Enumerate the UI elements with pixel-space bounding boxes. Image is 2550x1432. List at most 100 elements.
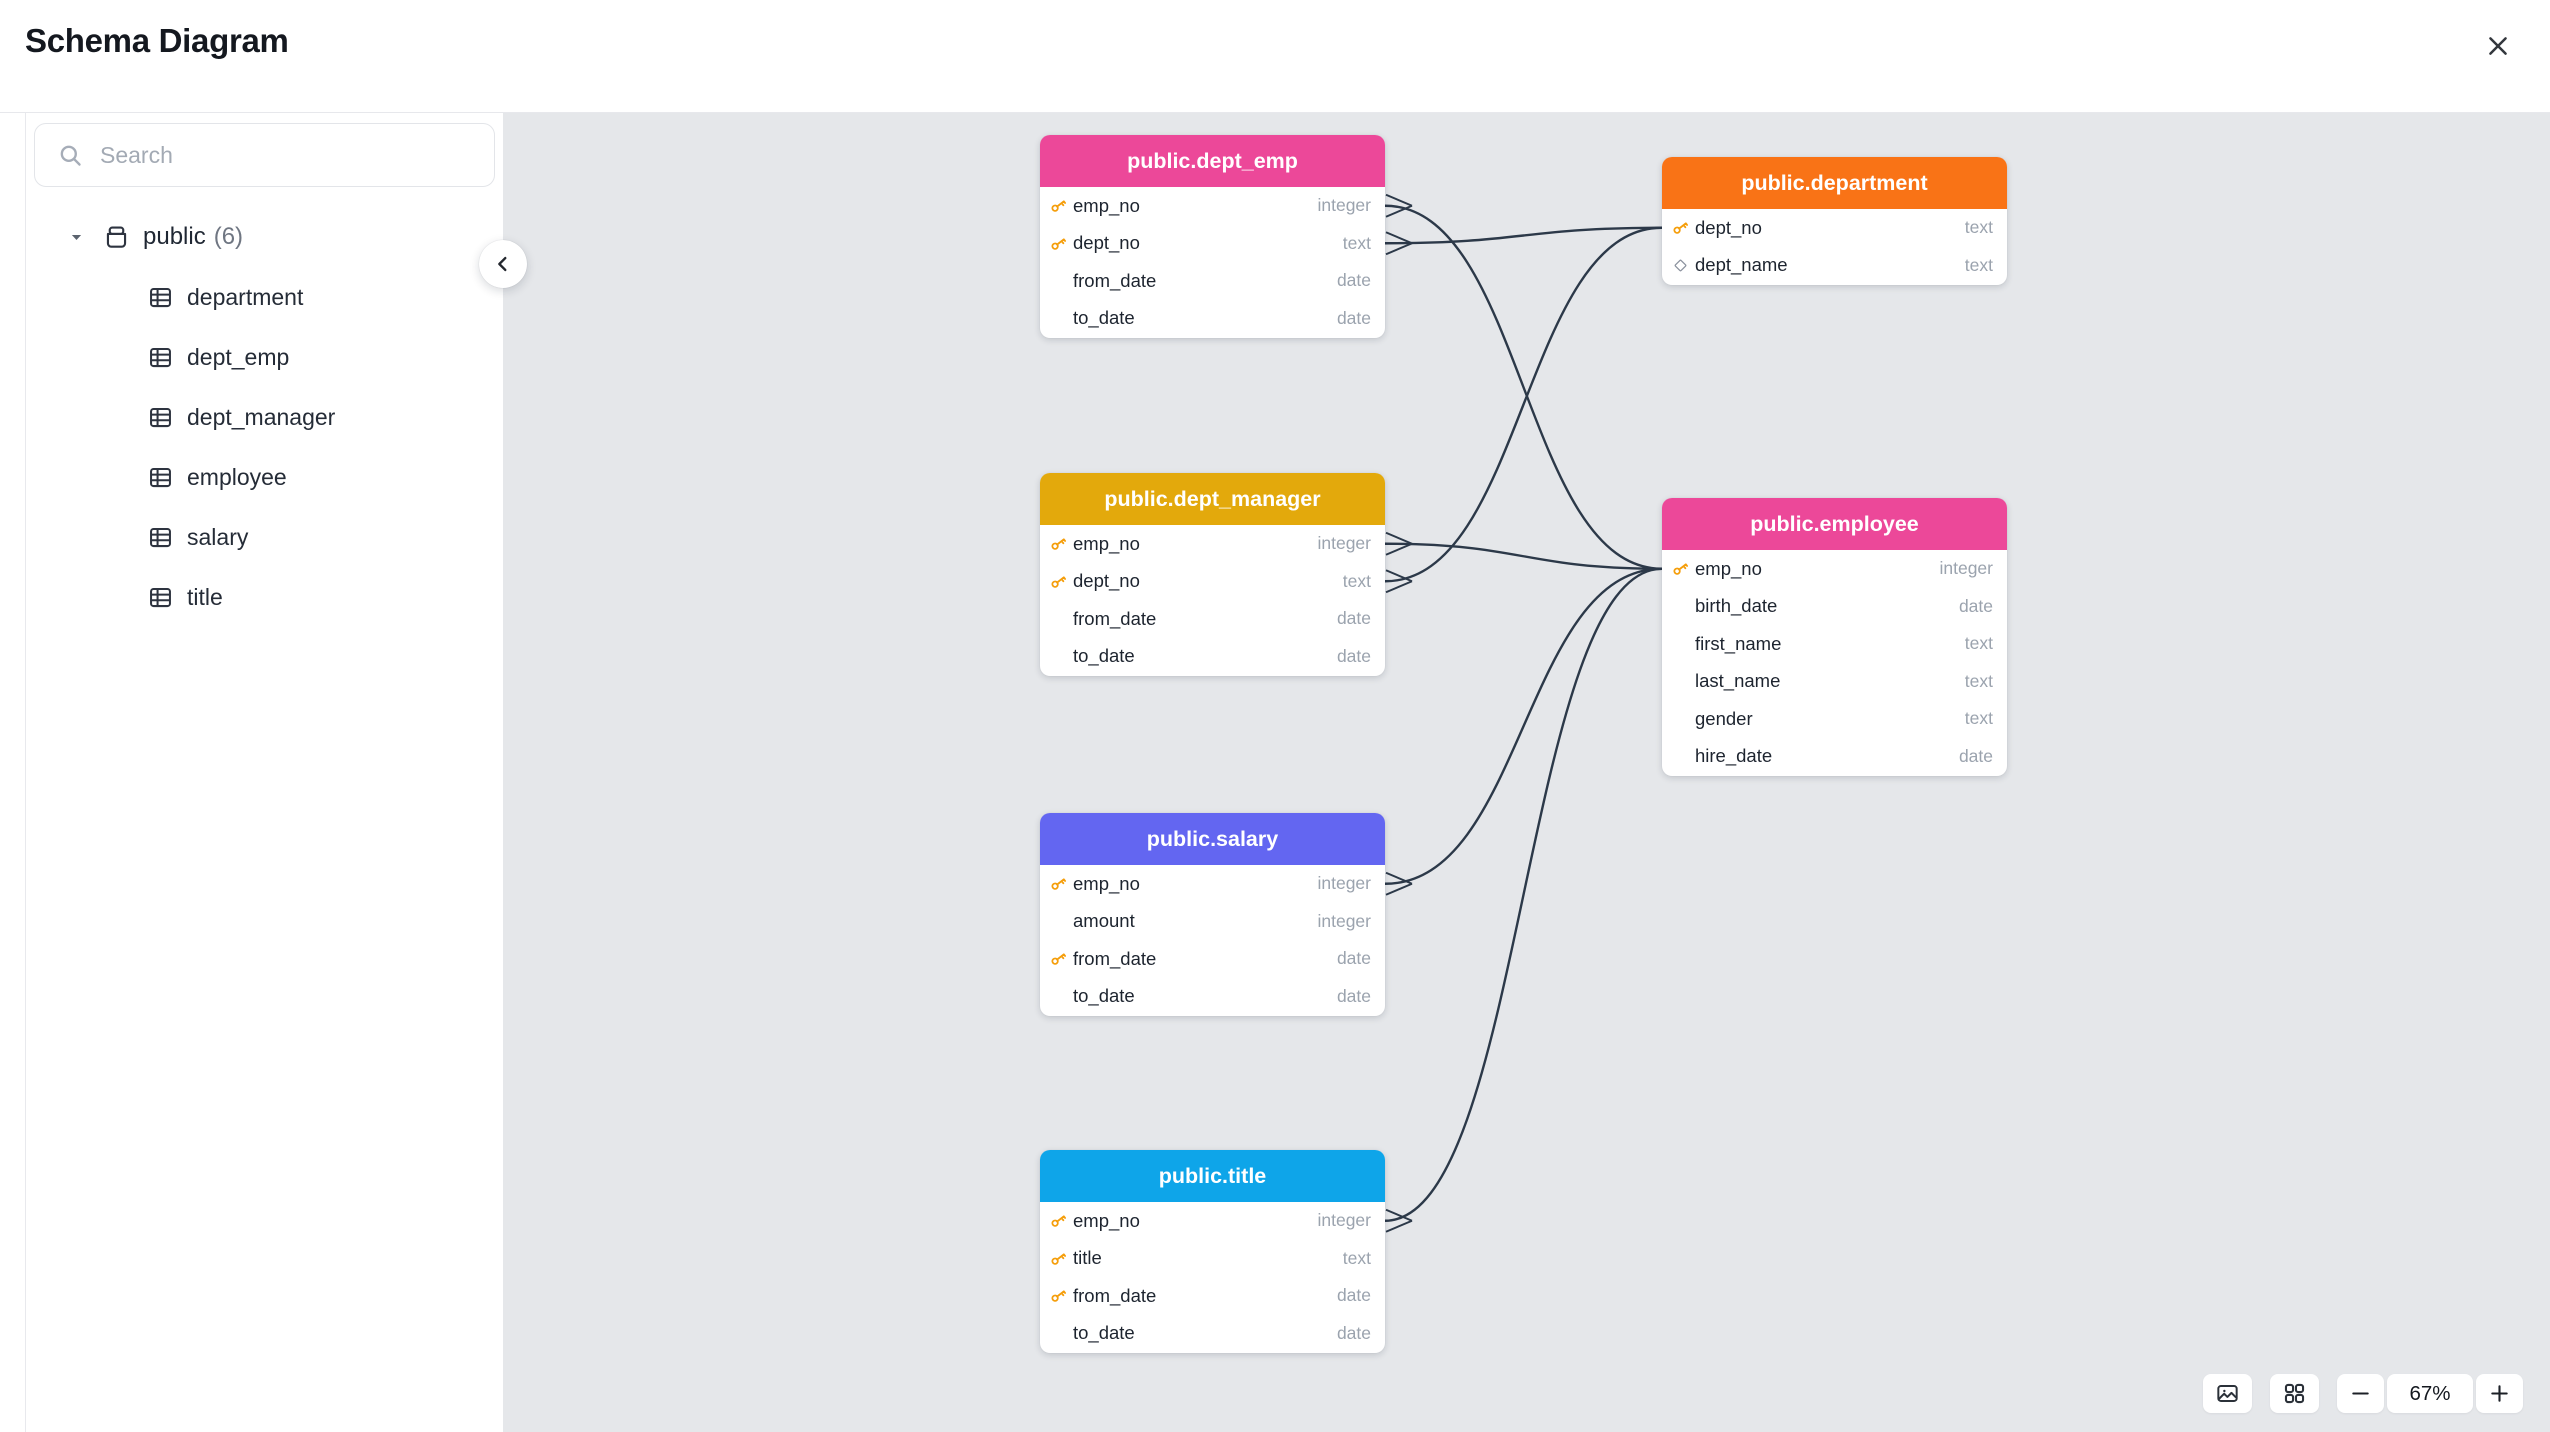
column-type: text: [1342, 1247, 1371, 1268]
sidebar-item-salary[interactable]: salary: [26, 507, 503, 567]
column-name: last_name: [1695, 670, 1781, 692]
column-name: from_date: [1073, 607, 1157, 629]
column-type: text: [1964, 254, 1993, 275]
column-type: integer: [1939, 558, 1993, 579]
zoom-in-button[interactable]: [2476, 1374, 2523, 1413]
table-grid-icon: [147, 524, 174, 551]
sidebar-item-dept_emp[interactable]: dept_emp: [26, 327, 503, 387]
zoom-out-button[interactable]: [2337, 1374, 2384, 1413]
column-type: integer: [1317, 1210, 1371, 1231]
table-node-title: public.salary: [1040, 813, 1385, 865]
table-node-title: public.dept_manager: [1040, 473, 1385, 525]
schema-tree: public (6) department dept_emp dept_mana…: [26, 207, 503, 627]
table-grid-icon: [147, 584, 174, 611]
column-type: text: [1342, 232, 1371, 253]
key-icon: [1048, 1286, 1068, 1305]
sidebar-item-title[interactable]: title: [26, 567, 503, 627]
key-icon: [1048, 1249, 1068, 1268]
column-type: date: [1958, 745, 1993, 766]
column-name: birth_date: [1695, 595, 1778, 617]
column-row-emp_no: emp_no integer: [1040, 187, 1385, 225]
schema-name: public: [143, 223, 206, 250]
column-name: gender: [1695, 707, 1753, 729]
column-type: text: [1342, 570, 1371, 591]
edge-dept_manager.emp_no-to-employee.emp_no: [1384, 542, 1663, 570]
crows-foot-marker: [1385, 231, 1413, 256]
search-input[interactable]: [98, 140, 494, 170]
key-icon: [1048, 949, 1068, 968]
column-row-first_name: first_name text: [1662, 625, 2007, 663]
key-icon: [1048, 572, 1068, 591]
table-node-title: public.employee: [1662, 498, 2007, 550]
column-row-amount: amount integer: [1040, 903, 1385, 941]
dialog-header: Schema Diagram: [0, 0, 2550, 113]
column-name: amount: [1073, 910, 1135, 932]
database-icon: [103, 224, 130, 251]
auto-layout-button[interactable]: [2270, 1374, 2319, 1413]
column-name: first_name: [1695, 632, 1782, 654]
schema-table-list: department dept_emp dept_manager employe…: [26, 267, 503, 627]
sidebar-item-label: salary: [187, 523, 249, 550]
column-name: emp_no: [1695, 557, 1762, 579]
column-row-birth_date: birth_date date: [1662, 588, 2007, 626]
table-node-title: public.dept_emp: [1040, 135, 1385, 187]
minimap-toggle-button[interactable]: [2203, 1374, 2252, 1413]
plus-icon: [2488, 1382, 2511, 1405]
tables-sidebar: public (6) department dept_emp dept_mana…: [25, 113, 503, 1432]
column-name: dept_name: [1695, 254, 1788, 276]
column-name: to_date: [1073, 645, 1135, 667]
column-row-emp_no: emp_no integer: [1662, 550, 2007, 588]
column-name: emp_no: [1073, 194, 1140, 216]
key-icon: [1048, 1211, 1068, 1230]
key-icon: [1048, 874, 1068, 893]
column-type: text: [1964, 217, 1993, 238]
edge-dept_emp.emp_no-to-employee.emp_no: [1384, 204, 1663, 570]
sidebar-item-dept_manager[interactable]: dept_manager: [26, 387, 503, 447]
column-type: date: [1336, 608, 1371, 629]
column-type: integer: [1317, 533, 1371, 554]
table-grid-icon: [147, 344, 174, 371]
schema-table-count: (6): [213, 223, 244, 250]
sidebar-item-employee[interactable]: employee: [26, 447, 503, 507]
close-button[interactable]: [2476, 26, 2520, 66]
column-row-dept_name: dept_name text: [1662, 247, 2007, 285]
column-type: text: [1964, 633, 1993, 654]
column-type: date: [1336, 645, 1371, 666]
sidebar-item-department[interactable]: department: [26, 267, 503, 327]
sidebar-item-label: title: [187, 583, 223, 610]
chevron-left-icon: [492, 253, 514, 275]
column-type: integer: [1317, 910, 1371, 931]
table-grid-icon: [147, 464, 174, 491]
column-name: emp_no: [1073, 1209, 1140, 1231]
edge-dept_emp.dept_no-to-department.dept_no: [1384, 226, 1663, 245]
column-row-from_date: from_date date: [1040, 600, 1385, 638]
column-name: from_date: [1073, 947, 1157, 969]
sidebar-collapse-button[interactable]: [479, 240, 527, 288]
column-name: from_date: [1073, 269, 1157, 291]
sidebar-item-label: employee: [187, 463, 287, 490]
edge-title.emp_no-to-employee.emp_no: [1384, 567, 1663, 1222]
column-type: date: [1336, 1285, 1371, 1306]
column-type: integer: [1317, 195, 1371, 216]
column-name: to_date: [1073, 1322, 1135, 1344]
caret-down-icon[interactable]: [68, 229, 85, 246]
column-type: date: [1958, 595, 1993, 616]
sidebar-item-public-schema[interactable]: public (6): [26, 207, 503, 267]
